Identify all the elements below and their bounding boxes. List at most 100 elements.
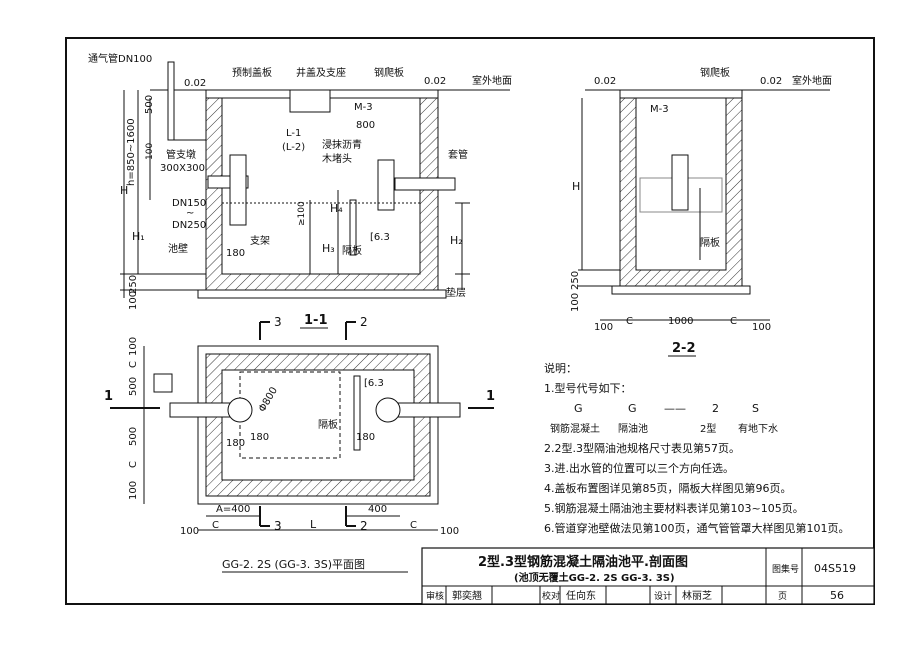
plan-cut2-top: 2 [360, 315, 368, 329]
d250-label: 250 [128, 275, 139, 294]
plan-d400: 400 [368, 504, 387, 515]
plan-cut3-top: 3 [274, 315, 282, 329]
asphalt-label: 浸抹沥青 [322, 138, 362, 151]
outlet-riser [375, 397, 401, 423]
section-2-2-tee [671, 154, 689, 211]
tb-page-label: 页 [778, 591, 787, 602]
partition-label: 隔板 [342, 244, 362, 257]
title-block: 2型.3型钢筋混凝土隔油池平.剖面图 (池顶无覆土GG-2. 2S GG-3. … [421, 547, 875, 605]
plan-cut2-bottom: 2 [360, 519, 368, 533]
plan-left-dim-3: 500 [128, 427, 139, 446]
tb-subtitle: (池顶无覆土GG-2. 2S GG-3. 3S) [514, 571, 675, 584]
tb-design-label: 设计 [654, 590, 672, 602]
plan-c-left: C [212, 520, 219, 531]
dn250-label: DN250 [172, 220, 206, 231]
plan-caption: GG-2. 2S (GG-3. 3S)平面图 [222, 558, 365, 571]
h1-label: H₁ [132, 230, 145, 243]
d180-label: 180 [226, 248, 245, 259]
precast-cover-label: 预制盖板 [232, 66, 272, 79]
grade-right-label: 0.02 [424, 76, 446, 87]
wood-plug-label: 木堵头 [322, 152, 352, 165]
angle-label: [6.3 [370, 232, 390, 243]
plan-d180b: 180 [356, 432, 375, 443]
plan-cut1-left: 1 [104, 389, 113, 404]
dim500-label: 500 [144, 95, 155, 114]
s22-c-left: C [626, 316, 633, 327]
sheet-frame [65, 37, 875, 605]
s22-steel-plate: 钢爬板 [700, 66, 730, 79]
steel-plate-label: 钢爬板 [374, 66, 404, 79]
note-6: 6.管道穿池壁做法见第100页，通气管管罩大样图见第101页。 [544, 521, 850, 535]
h2-label: H₂ [450, 234, 463, 247]
tb-title: 2型.3型钢筋混凝土隔油池平.剖面图 [478, 554, 688, 570]
tb-checker: 任向东 [566, 589, 596, 602]
vent-pipe [167, 61, 175, 141]
plan-b100r: 100 [440, 526, 459, 537]
h-label: H [120, 184, 128, 197]
code-letter-4: S [752, 402, 759, 415]
l2-label: (L-2) [282, 142, 305, 153]
plan-view: 1 1 3 3 2 2 Φ800 [6.3 隔板 180 180 180 100… [104, 315, 495, 573]
plan-l: L [310, 518, 317, 531]
plan-left-dim-4: C [128, 461, 139, 468]
code-letter-0: G [574, 402, 583, 415]
s22-m3: M-3 [650, 104, 669, 115]
bracket-label: 支架 [250, 235, 270, 247]
outlet-tee [377, 159, 395, 211]
s22-partition: 隔板 [700, 236, 720, 249]
s22-b100l: 100 [594, 322, 613, 333]
section-2-2: 0.02 钢爬板 0.02 室外地面 M-3 H 隔板 250 100 100 … [570, 66, 832, 357]
plan-cut3-bottom: 3 [274, 519, 282, 533]
m3-label: M-3 [354, 102, 373, 113]
section-2-2-title: 2-2 [672, 341, 696, 356]
dn-tilde-label: ~ [186, 208, 194, 219]
sleeve-label: 套管 [448, 148, 468, 161]
section-1-1-title: 1-1 [304, 313, 328, 328]
plan-a400: A=400 [216, 504, 250, 515]
ge100-label: ≥100 [297, 201, 307, 226]
s22-d100: 100 [570, 293, 581, 312]
manhole-riser [289, 89, 331, 113]
tb-check-label: 校对 [542, 590, 560, 602]
partition-plate [349, 199, 357, 256]
section-1-1: 通气管DN100 预制盖板 井盖及支座 钢爬板 0.02 0.02 室外地面 M… [88, 52, 512, 329]
s22-grade-right: 0.02 [760, 76, 782, 87]
plan-partition-label: 隔板 [318, 418, 338, 431]
plan-cut1-right: 1 [486, 389, 495, 404]
tb-atlas-label: 图集号 [772, 563, 799, 575]
inlet-tee [229, 154, 247, 226]
dn150-label: DN150 [172, 198, 206, 209]
grade-left-label: 0.02 [184, 78, 206, 89]
h3-label: H₃ [322, 242, 335, 255]
notes-heading: 说明： [544, 361, 577, 375]
code-letter-1: G [628, 402, 637, 415]
plan-b100l: 100 [180, 526, 199, 537]
plan-partition [353, 375, 361, 451]
code-meaning-3: 有地下水 [738, 422, 778, 435]
l1-label: L-1 [286, 128, 301, 139]
note-3: 3.进.出水管的位置可以三个方向任选。 [544, 461, 734, 475]
pool-wall-label: 池壁 [168, 242, 188, 255]
support-size-label: 300X300 [160, 163, 205, 174]
note-2: 2.2型.3型隔油池规格尺寸表见第57页。 [544, 441, 740, 455]
d100b-label: 100 [128, 291, 139, 310]
plan-outlet-pipe [397, 402, 461, 418]
note-1: 1.型号代号如下： [544, 381, 632, 395]
plan-d180c: 180 [226, 438, 245, 449]
plan-d180a: 180 [250, 432, 269, 443]
h-range-label: h=850~1600 [126, 118, 137, 186]
note-4: 4.盖板布置图详见第85页，隔板大样图见第96页。 [544, 481, 792, 495]
tb-atlas-no: 04S519 [814, 562, 856, 575]
s22-b100r: 100 [752, 322, 771, 333]
section-2-2-roof [619, 89, 743, 99]
tb-designer: 林丽芝 [682, 589, 712, 602]
s22-b1000: 1000 [668, 316, 693, 327]
code-meaning-1: 隔油池 [618, 422, 648, 435]
plan-inlet-pipe [169, 402, 235, 418]
manhole-label: 井盖及支座 [296, 66, 346, 79]
notes: 说明： 1.型号代号如下： G G —— 2 S 钢筋混凝土 隔油池 2型 有地… [544, 361, 850, 535]
vent-pipe-label: 通气管DN100 [88, 52, 152, 65]
s22-h: H [572, 180, 580, 193]
inlet-riser [227, 397, 253, 423]
base-cushion [197, 289, 447, 299]
